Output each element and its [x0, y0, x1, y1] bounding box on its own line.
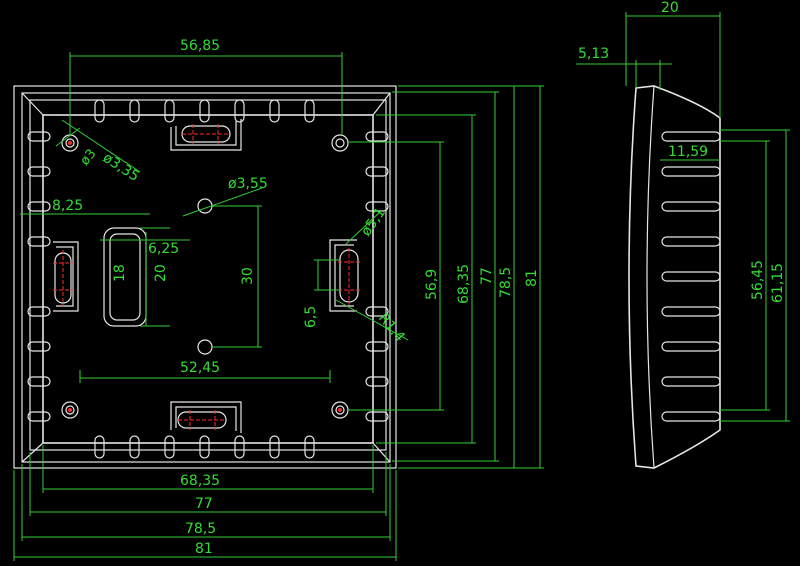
dim-20: 20	[153, 264, 169, 282]
side-profile-inner	[646, 85, 655, 469]
dim-52-45: 52,45	[180, 360, 220, 376]
vent-slots-top	[94, 99, 315, 123]
dim-61-15: 61,15	[770, 263, 786, 303]
center-hole-bottom	[197, 339, 213, 355]
bevel-corner-tl	[21, 92, 44, 116]
vent-slots-right	[365, 131, 389, 422]
dim-r1-4: R1,4	[375, 310, 408, 345]
dim-5-13: 5,13	[578, 46, 609, 62]
dim-dia-3: ø3	[78, 146, 100, 168]
keyhole-left	[53, 241, 79, 312]
dim-18: 18	[112, 264, 128, 282]
dim-v-78-5: 78,5	[498, 267, 514, 298]
front-dimension-text: 56,85 ø3,35 ø3 ø3,55 8,25 6,25 18 20 30 …	[52, 38, 540, 557]
dim-dia-5-1: ø5,1	[358, 205, 389, 239]
dim-30: 30	[240, 267, 256, 285]
dim-dia-3-55: ø3,55	[228, 176, 268, 192]
bevel-corner-tr	[372, 92, 391, 116]
front-view	[13, 85, 397, 469]
side-fins	[661, 131, 721, 422]
vent-slots-bottom	[94, 435, 315, 459]
bevel-corner-br	[372, 442, 391, 463]
side-view	[628, 85, 721, 469]
dim-56-85: 56,85	[180, 38, 220, 54]
bevel-corner-bl	[21, 442, 44, 463]
dim-h-68-35: 68,35	[180, 473, 220, 489]
side-dimension-lines	[576, 12, 790, 422]
front-dimension-lines	[13, 52, 544, 561]
dim-h-77: 77	[195, 496, 213, 512]
dim-h-78-5: 78,5	[185, 521, 216, 537]
dim-56-9: 56,9	[424, 269, 440, 300]
vent-slots-left	[27, 131, 51, 422]
inner-plate	[42, 114, 374, 444]
dim-h-81: 81	[195, 541, 213, 557]
dim-56-45: 56,45	[750, 260, 766, 300]
keyhole-right	[329, 239, 360, 312]
third-frame	[29, 99, 387, 451]
dim-dia-3-35: ø3,35	[100, 150, 142, 185]
dim-v-81: 81	[524, 269, 540, 287]
dim-6-25: 6,25	[148, 241, 179, 257]
dim-20-depth: 20	[661, 0, 679, 16]
dim-8-25: 8,25	[52, 198, 83, 214]
dim-v-68-35: 68,35	[456, 264, 472, 304]
keyhole-top	[170, 119, 242, 151]
dim-6-5: 6,5	[303, 306, 319, 328]
dim-11-59: 11,59	[668, 144, 708, 160]
dim-v-77: 77	[479, 267, 495, 285]
keyhole-bottom	[170, 401, 242, 433]
outer-frame	[13, 85, 397, 469]
second-frame	[21, 92, 391, 463]
side-dimension-text: 20 5,13 11,59 56,45 61,15	[578, 0, 786, 303]
